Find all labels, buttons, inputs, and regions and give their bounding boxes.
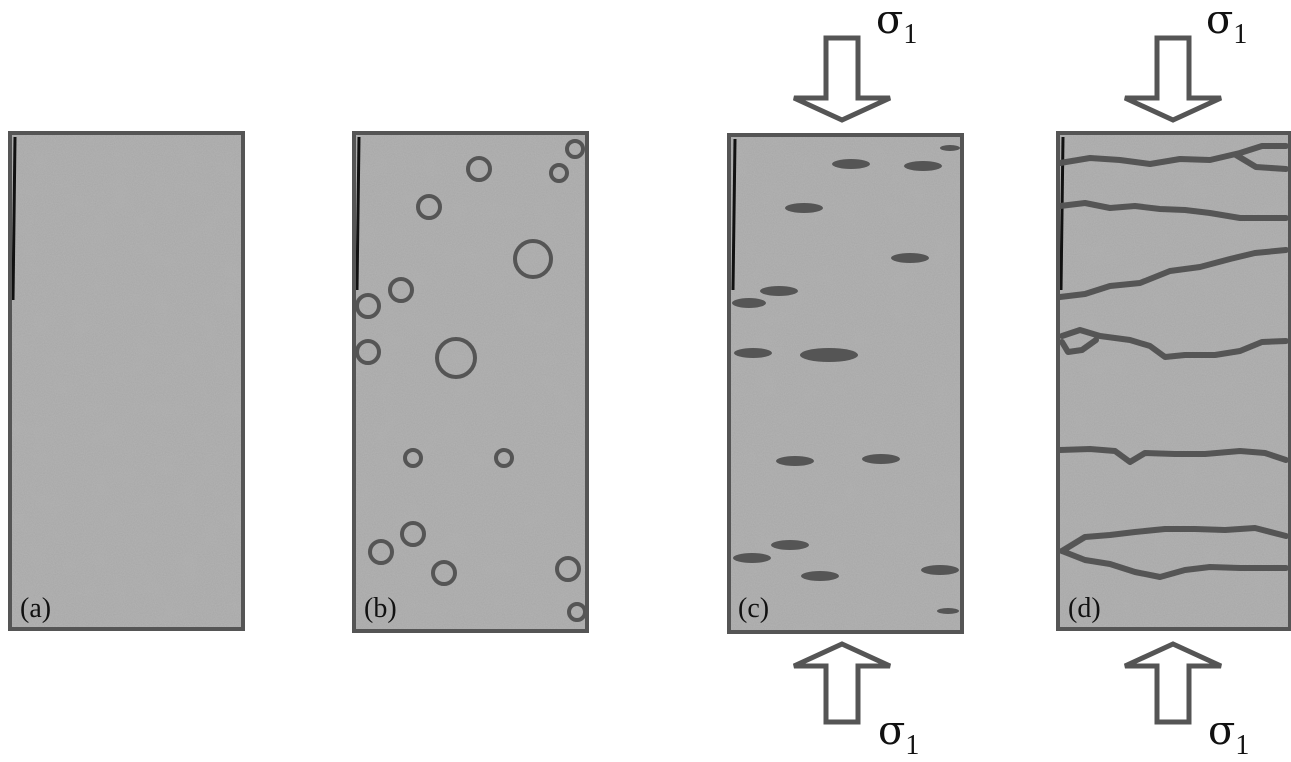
microcrack xyxy=(940,145,960,151)
pore-circle xyxy=(388,277,414,303)
sigma-label-d-bottom: σ1 xyxy=(1208,708,1249,761)
microcrack xyxy=(785,203,823,213)
panel-label-a: (a) xyxy=(20,593,51,624)
load-d-bottom: σ1 xyxy=(1123,641,1249,761)
microcrack xyxy=(771,540,809,550)
pore-circle xyxy=(416,194,442,220)
panel-label-d: (d) xyxy=(1068,593,1101,624)
macrocrack xyxy=(1059,327,1289,360)
pore-circles xyxy=(355,139,587,622)
microcrack xyxy=(776,456,814,466)
pore-circle xyxy=(368,539,394,565)
sigma-symbol: σ xyxy=(878,708,905,754)
pore-circle xyxy=(435,337,477,379)
compression-arrow-down-icon xyxy=(792,35,892,123)
specimen-c-spots xyxy=(729,135,962,632)
microcracks xyxy=(732,145,960,614)
macrocrack xyxy=(1059,337,1099,355)
microcrack xyxy=(891,253,929,263)
load-c-top: σ1 xyxy=(792,0,917,123)
panel-label-b: (b) xyxy=(364,593,397,624)
panel-label-c: (c) xyxy=(738,593,769,624)
pore-circle xyxy=(403,448,423,468)
sigma-subscript: 1 xyxy=(1235,730,1249,761)
load-c-bottom: σ1 xyxy=(792,641,919,761)
compression-arrow-up-icon xyxy=(792,641,892,725)
panel-b: (b) xyxy=(352,131,589,633)
microcrack xyxy=(904,161,942,171)
macrocrack xyxy=(1059,548,1289,580)
pore-circle xyxy=(355,293,381,319)
load-d-top: σ1 xyxy=(1123,0,1247,123)
specimen-d-frame xyxy=(1056,131,1291,631)
specimen-a-edge-line xyxy=(11,136,17,301)
pore-circle xyxy=(431,560,457,586)
pore-circle xyxy=(555,556,581,582)
sigma-symbol: σ xyxy=(1208,708,1235,754)
panel-d: (d) xyxy=(1056,131,1291,631)
microcrack xyxy=(832,159,870,169)
macrocrack xyxy=(1057,446,1289,465)
specimen-b-edge-line xyxy=(355,136,361,291)
microcrack xyxy=(732,298,766,308)
pore-circle xyxy=(549,163,569,183)
macrocrack xyxy=(1057,200,1289,221)
compression-arrow-up-icon xyxy=(1123,641,1223,725)
sigma-label-c-bottom: σ1 xyxy=(878,708,919,761)
pore-circle xyxy=(513,239,553,279)
pore-circle xyxy=(494,448,514,468)
macrocracks xyxy=(1057,143,1289,580)
microcrack xyxy=(800,348,858,362)
panel-c: (c) xyxy=(727,133,964,634)
sigma-subscript: 1 xyxy=(905,730,919,761)
microcrack xyxy=(862,454,900,464)
sigma-label-d-top: σ1 xyxy=(1206,0,1247,50)
macrocrack xyxy=(1057,143,1289,167)
sigma-symbol: σ xyxy=(876,0,903,43)
sigma-subscript: 1 xyxy=(1233,19,1247,50)
specimen-a-spots xyxy=(10,133,243,629)
microcrack xyxy=(734,348,772,358)
compression-arrow-down-icon xyxy=(1123,35,1223,123)
sigma-subscript: 1 xyxy=(903,19,917,50)
panel-a: (a) xyxy=(8,131,245,631)
specimen-c-frame xyxy=(727,133,964,634)
macrocrack xyxy=(1059,525,1289,554)
sigma-label-c-top: σ1 xyxy=(876,0,917,50)
pore-circle xyxy=(466,156,492,182)
macrocrack xyxy=(1057,247,1289,300)
microcrack xyxy=(921,565,959,575)
microcrack xyxy=(937,608,959,614)
microcrack xyxy=(733,553,771,563)
microcrack xyxy=(760,286,798,296)
specimen-c-edge-line xyxy=(731,138,737,291)
macrocrack xyxy=(1233,152,1289,172)
pore-circle xyxy=(400,521,426,547)
specimen-a-frame xyxy=(8,131,245,631)
specimen-b-frame xyxy=(352,131,589,633)
pore-circle xyxy=(355,339,381,365)
microcrack xyxy=(801,571,839,581)
sigma-symbol: σ xyxy=(1206,0,1233,43)
pore-circle xyxy=(565,139,585,159)
